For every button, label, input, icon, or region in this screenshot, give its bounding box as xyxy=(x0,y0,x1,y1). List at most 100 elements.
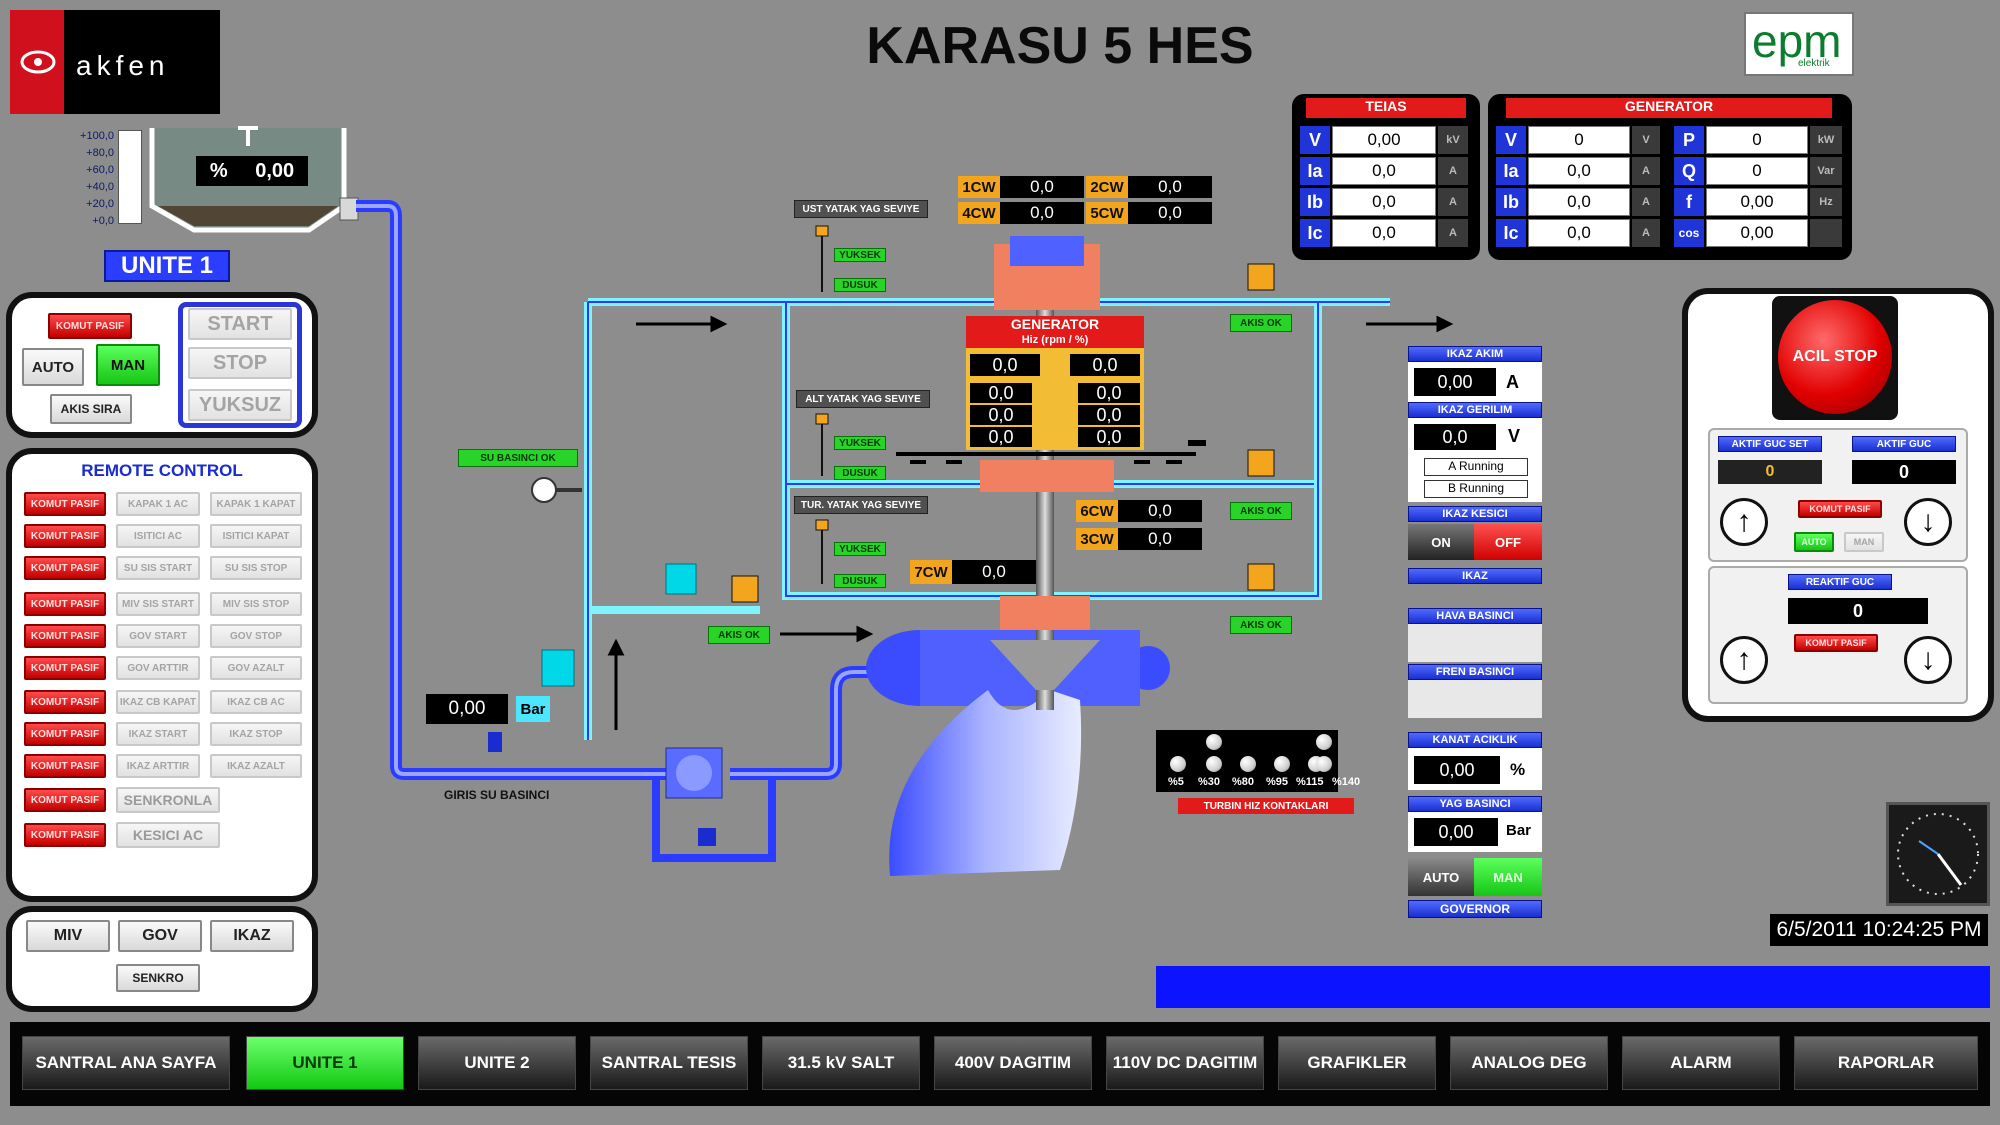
remote-command-button[interactable]: GOV ARTTIR xyxy=(116,656,200,680)
remote-command-button[interactable]: SU SIS START xyxy=(116,556,200,580)
gen-speed-value: 0,0 xyxy=(1070,354,1140,376)
alarm-banner xyxy=(1156,966,1990,1008)
gen-value: 0,0 xyxy=(1528,219,1630,247)
senkro-button[interactable]: SENKRO xyxy=(116,964,200,992)
senkronla-status: KOMUT PASIF xyxy=(24,788,106,812)
man-mode-button[interactable]: MAN xyxy=(96,344,160,386)
nav-tab[interactable]: ALARM xyxy=(1622,1036,1780,1090)
governor-man-button[interactable]: MAN xyxy=(1474,858,1542,896)
reservoir-scale: +100,0 +80,0 +60,0 +40,0 +20,0 +0,0 xyxy=(66,128,114,227)
gov-button[interactable]: GOV xyxy=(118,920,202,952)
aktif-guc-set-value[interactable]: 0 xyxy=(1718,460,1822,484)
teias-unit: A xyxy=(1438,157,1468,185)
remote-command-button[interactable]: IKAZ CB KAPAT xyxy=(116,690,200,714)
auto-mode-button[interactable]: AUTO xyxy=(22,348,84,386)
remote-command-button[interactable]: IKAZ ARTTIR xyxy=(116,754,200,778)
cw-value: 0,0 xyxy=(1118,528,1202,550)
hava-basinci-label: HAVA BASINCI xyxy=(1408,608,1542,624)
remote-command-button[interactable]: MIV SIS START xyxy=(116,592,200,616)
a-running-status: A Running xyxy=(1424,458,1528,476)
remote-command-button[interactable]: MIV SIS STOP xyxy=(210,592,302,616)
komut-pasif-status: KOMUT PASIF xyxy=(48,313,132,339)
cw-label: 4CW xyxy=(958,202,1000,224)
remote-command-button[interactable]: ISITICI AC xyxy=(116,524,200,548)
senkronla-button[interactable]: SENKRONLA xyxy=(116,787,220,813)
reaktif-guc-label: REAKTIF GUC xyxy=(1788,574,1892,590)
ikaz-button[interactable]: IKAZ xyxy=(210,920,294,952)
aktif-guc-up-button[interactable]: ↑ xyxy=(1720,498,1768,546)
teias-title: TEIAS xyxy=(1306,98,1466,118)
akfen-swirl-icon xyxy=(20,50,56,74)
nav-tab[interactable]: 110V DC DAGITIM xyxy=(1106,1036,1264,1090)
remote-command-button[interactable]: GOV START xyxy=(116,624,200,648)
gen-unit: Var xyxy=(1810,157,1842,185)
alt-dusuk: DUSUK xyxy=(834,466,886,480)
teias-symbol: Ib xyxy=(1300,188,1330,216)
teias-value: 0,0 xyxy=(1332,188,1436,216)
arrow-down-icon: ↓ xyxy=(1920,643,1936,676)
remote-command-button[interactable]: IKAZ START xyxy=(116,722,200,746)
governor-auto-button[interactable]: AUTO xyxy=(1408,858,1474,896)
reaktif-guc-up-button[interactable]: ↑ xyxy=(1720,636,1768,684)
kesici-status: KOMUT PASIF xyxy=(24,823,106,847)
ikaz-akim-label: IKAZ AKIM xyxy=(1408,346,1542,362)
cw-label: 2CW xyxy=(1086,176,1128,198)
remote-command-button[interactable]: IKAZ AZALT xyxy=(210,754,302,778)
remote-command-button[interactable]: GOV AZALT xyxy=(210,656,302,680)
akis-sira-button[interactable]: AKIS SIRA xyxy=(50,394,132,424)
remote-status: KOMUT PASIF xyxy=(24,592,106,616)
percent-symbol: % xyxy=(209,159,228,182)
start-button[interactable]: START xyxy=(188,308,292,340)
teias-value: 0,0 xyxy=(1332,219,1436,247)
remote-command-button[interactable]: KAPAK 1 AC xyxy=(116,492,200,516)
nav-tab[interactable]: 31.5 kV SALT xyxy=(762,1036,920,1090)
cw-value: 0,0 xyxy=(1118,500,1202,522)
ikaz-gerilim-label: IKAZ GERILIM xyxy=(1408,402,1542,418)
nav-tab[interactable]: 400V DAGITIM xyxy=(934,1036,1092,1090)
remote-command-button[interactable]: SU SIS STOP xyxy=(210,556,302,580)
gen-symbol: Ia xyxy=(1496,157,1526,185)
remote-command-button[interactable]: GOV STOP xyxy=(210,624,302,648)
ikaz-off-button[interactable]: OFF xyxy=(1474,524,1542,560)
aktif-guc-down-button[interactable]: ↓ xyxy=(1904,498,1952,546)
reaktif-guc-value: 0 xyxy=(1788,598,1928,624)
ust-yuksek: YUKSEK xyxy=(834,248,886,262)
nav-tab[interactable]: SANTRAL TESIS xyxy=(590,1036,748,1090)
cw-value: 0,0 xyxy=(1128,202,1212,224)
acil-stop-button[interactable]: ACIL STOP xyxy=(1778,300,1892,414)
akis-ok-tag: AKIS OK xyxy=(1230,314,1292,332)
ikaz-on-button[interactable]: ON xyxy=(1408,524,1474,560)
alt-yuksek: YUKSEK xyxy=(834,436,886,450)
gen-speed-value: 0,0 xyxy=(970,405,1032,425)
nav-tab[interactable]: GRAFIKLER xyxy=(1278,1036,1436,1090)
miv-button[interactable]: MIV xyxy=(26,920,110,952)
nav-tab[interactable]: RAPORLAR xyxy=(1794,1036,1978,1090)
yuksuz-button[interactable]: YUKSUZ xyxy=(188,389,292,421)
gen-unit: V xyxy=(1632,126,1660,154)
kesici-ac-button[interactable]: KESICI AC xyxy=(116,822,220,848)
remote-command-button[interactable]: IKAZ CB AC xyxy=(210,690,302,714)
nav-tab[interactable]: UNITE 1 xyxy=(246,1036,404,1090)
ikaz-akim-unit: A xyxy=(1506,372,1519,392)
speed-label: %140 xyxy=(1332,776,1361,788)
teias-value: 0,0 xyxy=(1332,157,1436,185)
speed-lamp-icon xyxy=(1240,756,1256,772)
speed-label: %30 xyxy=(1198,776,1221,788)
giris-pressure-value: 0,00 xyxy=(426,694,508,724)
remote-command-button[interactable]: KAPAK 1 KAPAT xyxy=(210,492,302,516)
aktif-auto-button[interactable]: AUTO xyxy=(1794,532,1834,552)
nav-tab[interactable]: SANTRAL ANA SAYFA xyxy=(22,1036,230,1090)
cw-value: 0,0 xyxy=(952,560,1036,584)
remote-status: KOMUT PASIF xyxy=(24,492,106,516)
speed-lamp-icon xyxy=(1206,756,1222,772)
remote-command-button[interactable]: IKAZ STOP xyxy=(210,722,302,746)
stop-button[interactable]: STOP xyxy=(188,347,292,379)
reaktif-guc-down-button[interactable]: ↓ xyxy=(1904,636,1952,684)
nav-tab[interactable]: UNITE 2 xyxy=(418,1036,576,1090)
aktif-man-button[interactable]: MAN xyxy=(1844,532,1884,552)
kanat-label: KANAT ACIKLIK xyxy=(1408,732,1542,748)
scale-tick: +100,0 xyxy=(80,130,114,142)
remote-command-button[interactable]: ISITICI KAPAT xyxy=(210,524,302,548)
nav-tab[interactable]: ANALOG DEG xyxy=(1450,1036,1608,1090)
reservoir-level-bar xyxy=(118,130,142,224)
